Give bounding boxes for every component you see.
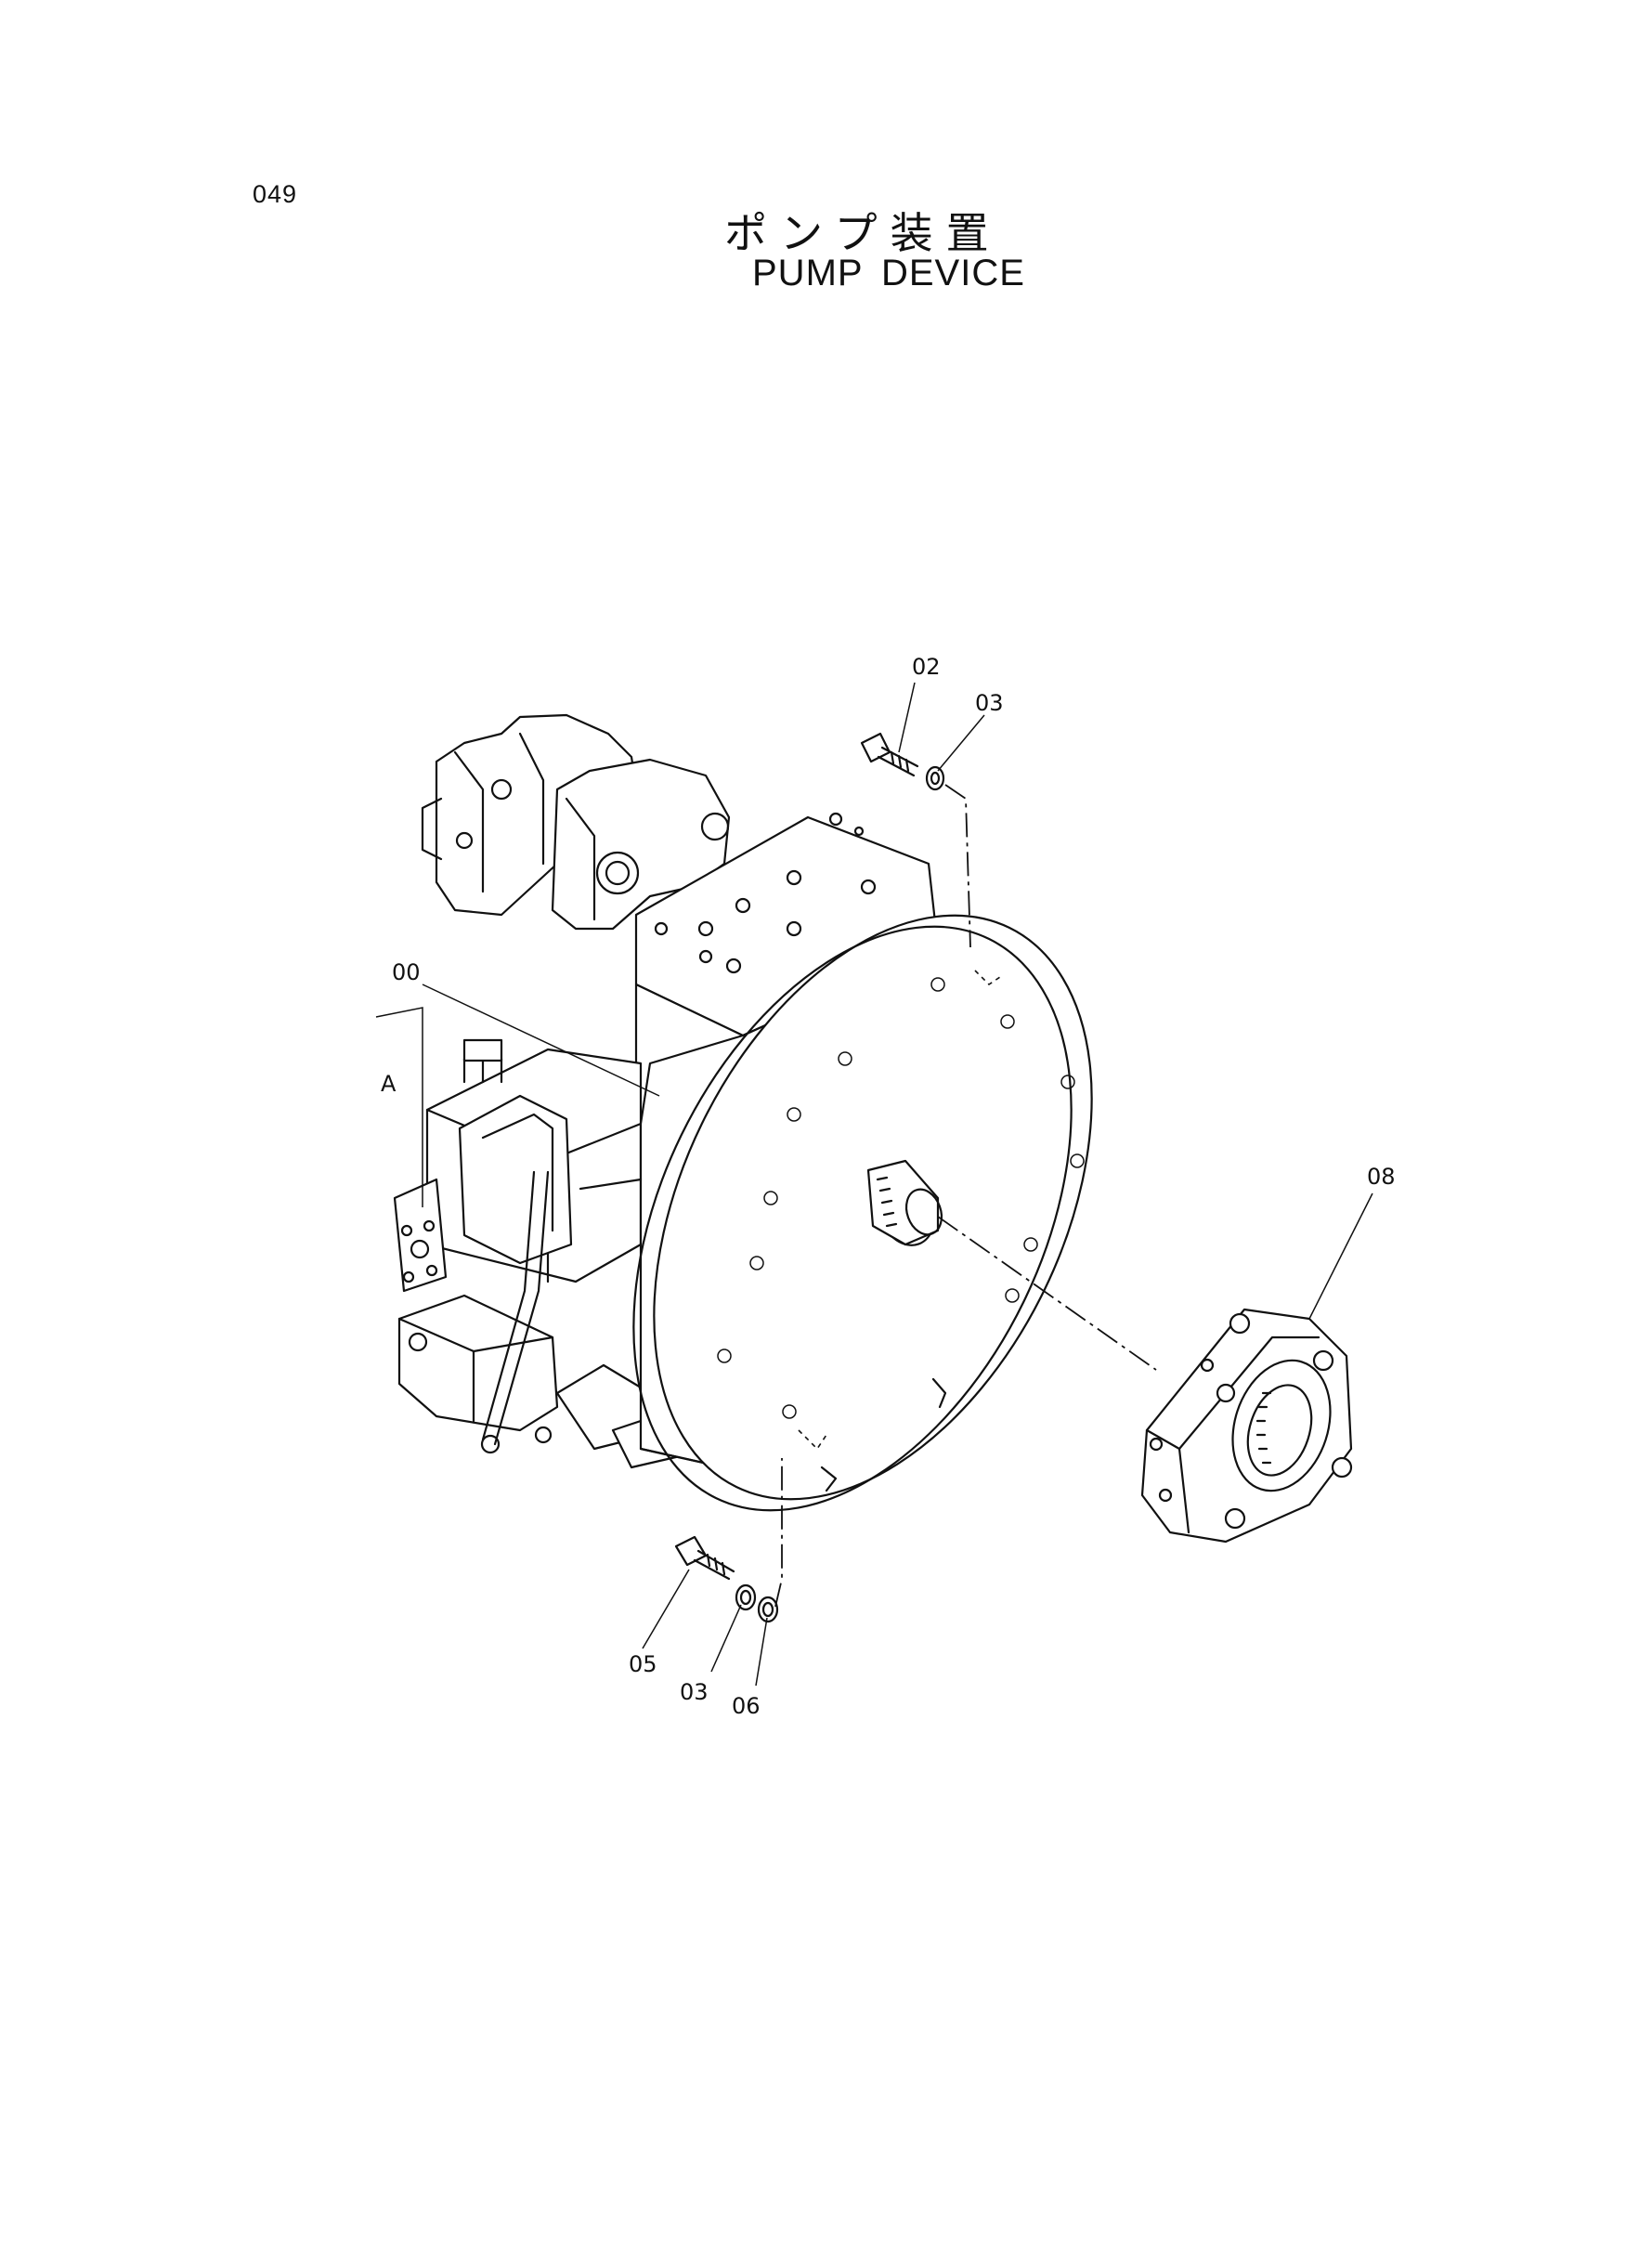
page-title-japanese: ポンプ装置 [724, 208, 1002, 258]
callout-03-lower: 03 [680, 1679, 709, 1705]
rear-gear-pump [421, 713, 643, 917]
shaft-coupling-centerline [937, 1216, 1157, 1371]
callout-08: 08 [1367, 1164, 1396, 1190]
flywheel-disc [632, 914, 1093, 1512]
coupling-08 [1140, 1308, 1353, 1544]
washer-03-lower [735, 1583, 757, 1611]
bolt-02-upper [860, 732, 919, 777]
washer-03-upper [925, 765, 945, 791]
callout-03-upper: 03 [975, 690, 1004, 716]
callout-02: 02 [912, 654, 941, 680]
bolt-05-lower [674, 1535, 735, 1581]
callout-05: 05 [629, 1651, 657, 1677]
washer-06-lower [757, 1596, 779, 1623]
valve-block [393, 1038, 698, 1469]
leader-lines [375, 682, 1373, 1687]
page-number: 049 [253, 180, 298, 208]
pump-assembly-illustration [393, 713, 1093, 1512]
callout-a: A [381, 1071, 397, 1097]
lower-bolt-centerline [774, 1458, 783, 1608]
upper-bolt-centerline [944, 784, 971, 948]
callout-00: 00 [392, 959, 421, 985]
page-title-english: PUMP DEVICE [752, 253, 1025, 293]
callout-06: 06 [732, 1693, 761, 1719]
